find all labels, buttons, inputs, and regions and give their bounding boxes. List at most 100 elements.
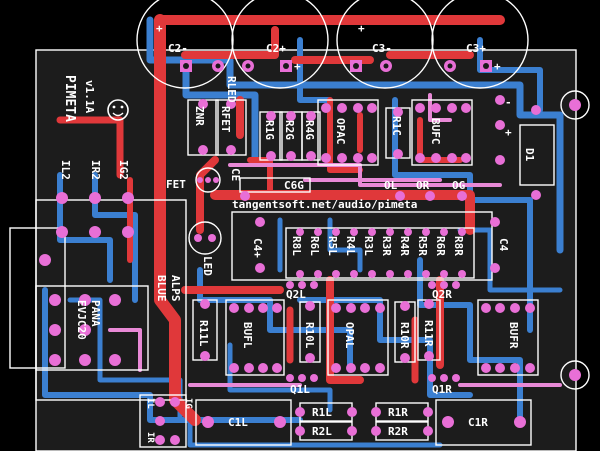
component-pads xyxy=(39,60,541,445)
label-ig2: IG2 xyxy=(117,160,130,180)
label-ce: CE xyxy=(229,168,242,181)
label-r4l: R4L xyxy=(344,236,357,256)
bufc-pins xyxy=(415,103,471,163)
label-c4: C4 xyxy=(497,238,510,252)
d1-outline xyxy=(519,124,555,186)
jack-outline xyxy=(9,227,66,369)
label-c2-plus-sign: + xyxy=(294,60,301,73)
label-r3l: R3L xyxy=(362,236,375,256)
label-rail-plus: + xyxy=(505,126,512,139)
label-r10l: R10L xyxy=(303,322,316,349)
label-c6g: C6G xyxy=(284,179,304,192)
label-c2-minus-plus: + xyxy=(156,22,163,35)
board-url: tangentsoft.net/audio/pimeta xyxy=(232,198,417,211)
pana-label-line1: PANA xyxy=(89,300,102,327)
label-il2: IL2 xyxy=(59,160,72,180)
label-r8r: R8R xyxy=(452,236,465,256)
label-c1l: C1L xyxy=(228,416,248,429)
label-r1l: R1L xyxy=(312,406,332,419)
board-version: v1.1A xyxy=(83,80,96,113)
label-fet: FET xyxy=(166,178,186,191)
label-znr: ZNR xyxy=(193,106,206,126)
input-terminal-outline xyxy=(139,394,187,448)
label-led: LED xyxy=(201,256,214,276)
volume-pot-outline xyxy=(35,285,149,371)
label-c2-plus: C2+ xyxy=(266,42,286,55)
label-opal: OPAL xyxy=(343,322,356,349)
label-r10r: R10R xyxy=(398,322,411,349)
smiley-logo xyxy=(107,99,129,121)
label-ol: OL xyxy=(384,179,398,192)
label-r4g: R4G xyxy=(303,120,316,140)
label-il: IL xyxy=(145,398,155,409)
mounting-hole-bottom xyxy=(560,360,590,390)
label-rled: RLED xyxy=(225,76,238,103)
label-r11r: R11R xyxy=(422,320,435,347)
label-c2-minus: C2- xyxy=(168,42,188,55)
label-ir: IR xyxy=(145,432,155,443)
opac-outline xyxy=(317,99,379,166)
label-bufl: BUFL xyxy=(241,322,254,349)
resistor-array-outline xyxy=(285,227,475,279)
resistor-block-outline xyxy=(231,211,493,281)
label-r1r: R1R xyxy=(388,406,408,419)
opac-pins xyxy=(321,103,377,163)
bufr-outline xyxy=(477,299,539,376)
label-r8l: R8L xyxy=(290,236,303,256)
fet-outline xyxy=(195,167,221,193)
label-c1r: C1R xyxy=(468,416,488,429)
bufl-pins xyxy=(229,303,282,373)
silkscreen-text: C2- + C2+ + C3- + C3+ + RLED RFET ZNR R1… xyxy=(59,22,536,443)
label-bufr: BUFR xyxy=(507,322,520,349)
label-og: OG xyxy=(452,179,466,192)
top-copper-layer xyxy=(56,14,505,426)
label-bufc: BUFC xyxy=(429,118,442,145)
label-q1r: Q1R xyxy=(432,383,452,396)
silk-pink-traces xyxy=(108,93,562,387)
label-r4r: R4R xyxy=(398,236,411,256)
c1r-outline xyxy=(435,399,532,446)
label-q1l: Q1L xyxy=(290,383,310,396)
brand-name: PIMETA xyxy=(62,75,77,122)
label-r1g: R1G xyxy=(263,120,276,140)
label-r1c: R1C xyxy=(390,116,403,136)
alps-label-line2: BLUE xyxy=(155,275,168,302)
cap-c3-plus xyxy=(431,0,529,89)
label-r2r: R2R xyxy=(388,425,408,438)
label-rfet: RFET xyxy=(219,106,232,133)
label-q2r: Q2R xyxy=(432,288,452,301)
label-c4-plus: C4+ xyxy=(251,238,264,258)
mounting-hole-bottom-ring xyxy=(569,369,581,381)
label-c3-minus-plus: + xyxy=(358,22,365,35)
c6g-outline xyxy=(239,177,311,193)
label-d1: D1 xyxy=(523,148,536,162)
mounting-hole-top xyxy=(560,90,590,120)
cap-c3-minus xyxy=(336,0,434,89)
label-r6l: R6L xyxy=(308,236,321,256)
mounting-hole-top-ring xyxy=(569,99,581,111)
label-r5r: R5R xyxy=(416,236,429,256)
label-q2l: Q2L xyxy=(286,288,306,301)
label-ir2: IR2 xyxy=(89,160,102,180)
resistor-array-pads xyxy=(255,217,500,278)
cap-c2-minus xyxy=(136,0,234,89)
opal-pins xyxy=(331,303,385,373)
pana-label-line2: EVJC20 xyxy=(75,300,88,340)
label-c3-plus-sign: + xyxy=(494,60,501,73)
label-r5l: R5L xyxy=(326,236,339,256)
label-r3r: R3R xyxy=(380,236,393,256)
label-or: OR xyxy=(416,179,430,192)
label-c3-plus: C3+ xyxy=(466,42,486,55)
c1l-outline xyxy=(195,399,292,446)
opal-outline xyxy=(327,299,389,376)
bufl-outline xyxy=(225,299,285,376)
label-r6r: R6R xyxy=(434,236,447,256)
bufr-pins xyxy=(481,303,535,373)
label-r2l: R2L xyxy=(312,425,332,438)
cap-c2-plus xyxy=(231,0,329,89)
bufc-outline xyxy=(411,99,473,166)
alps-label-line1: ALPS xyxy=(169,275,182,302)
led-outline xyxy=(188,221,222,255)
